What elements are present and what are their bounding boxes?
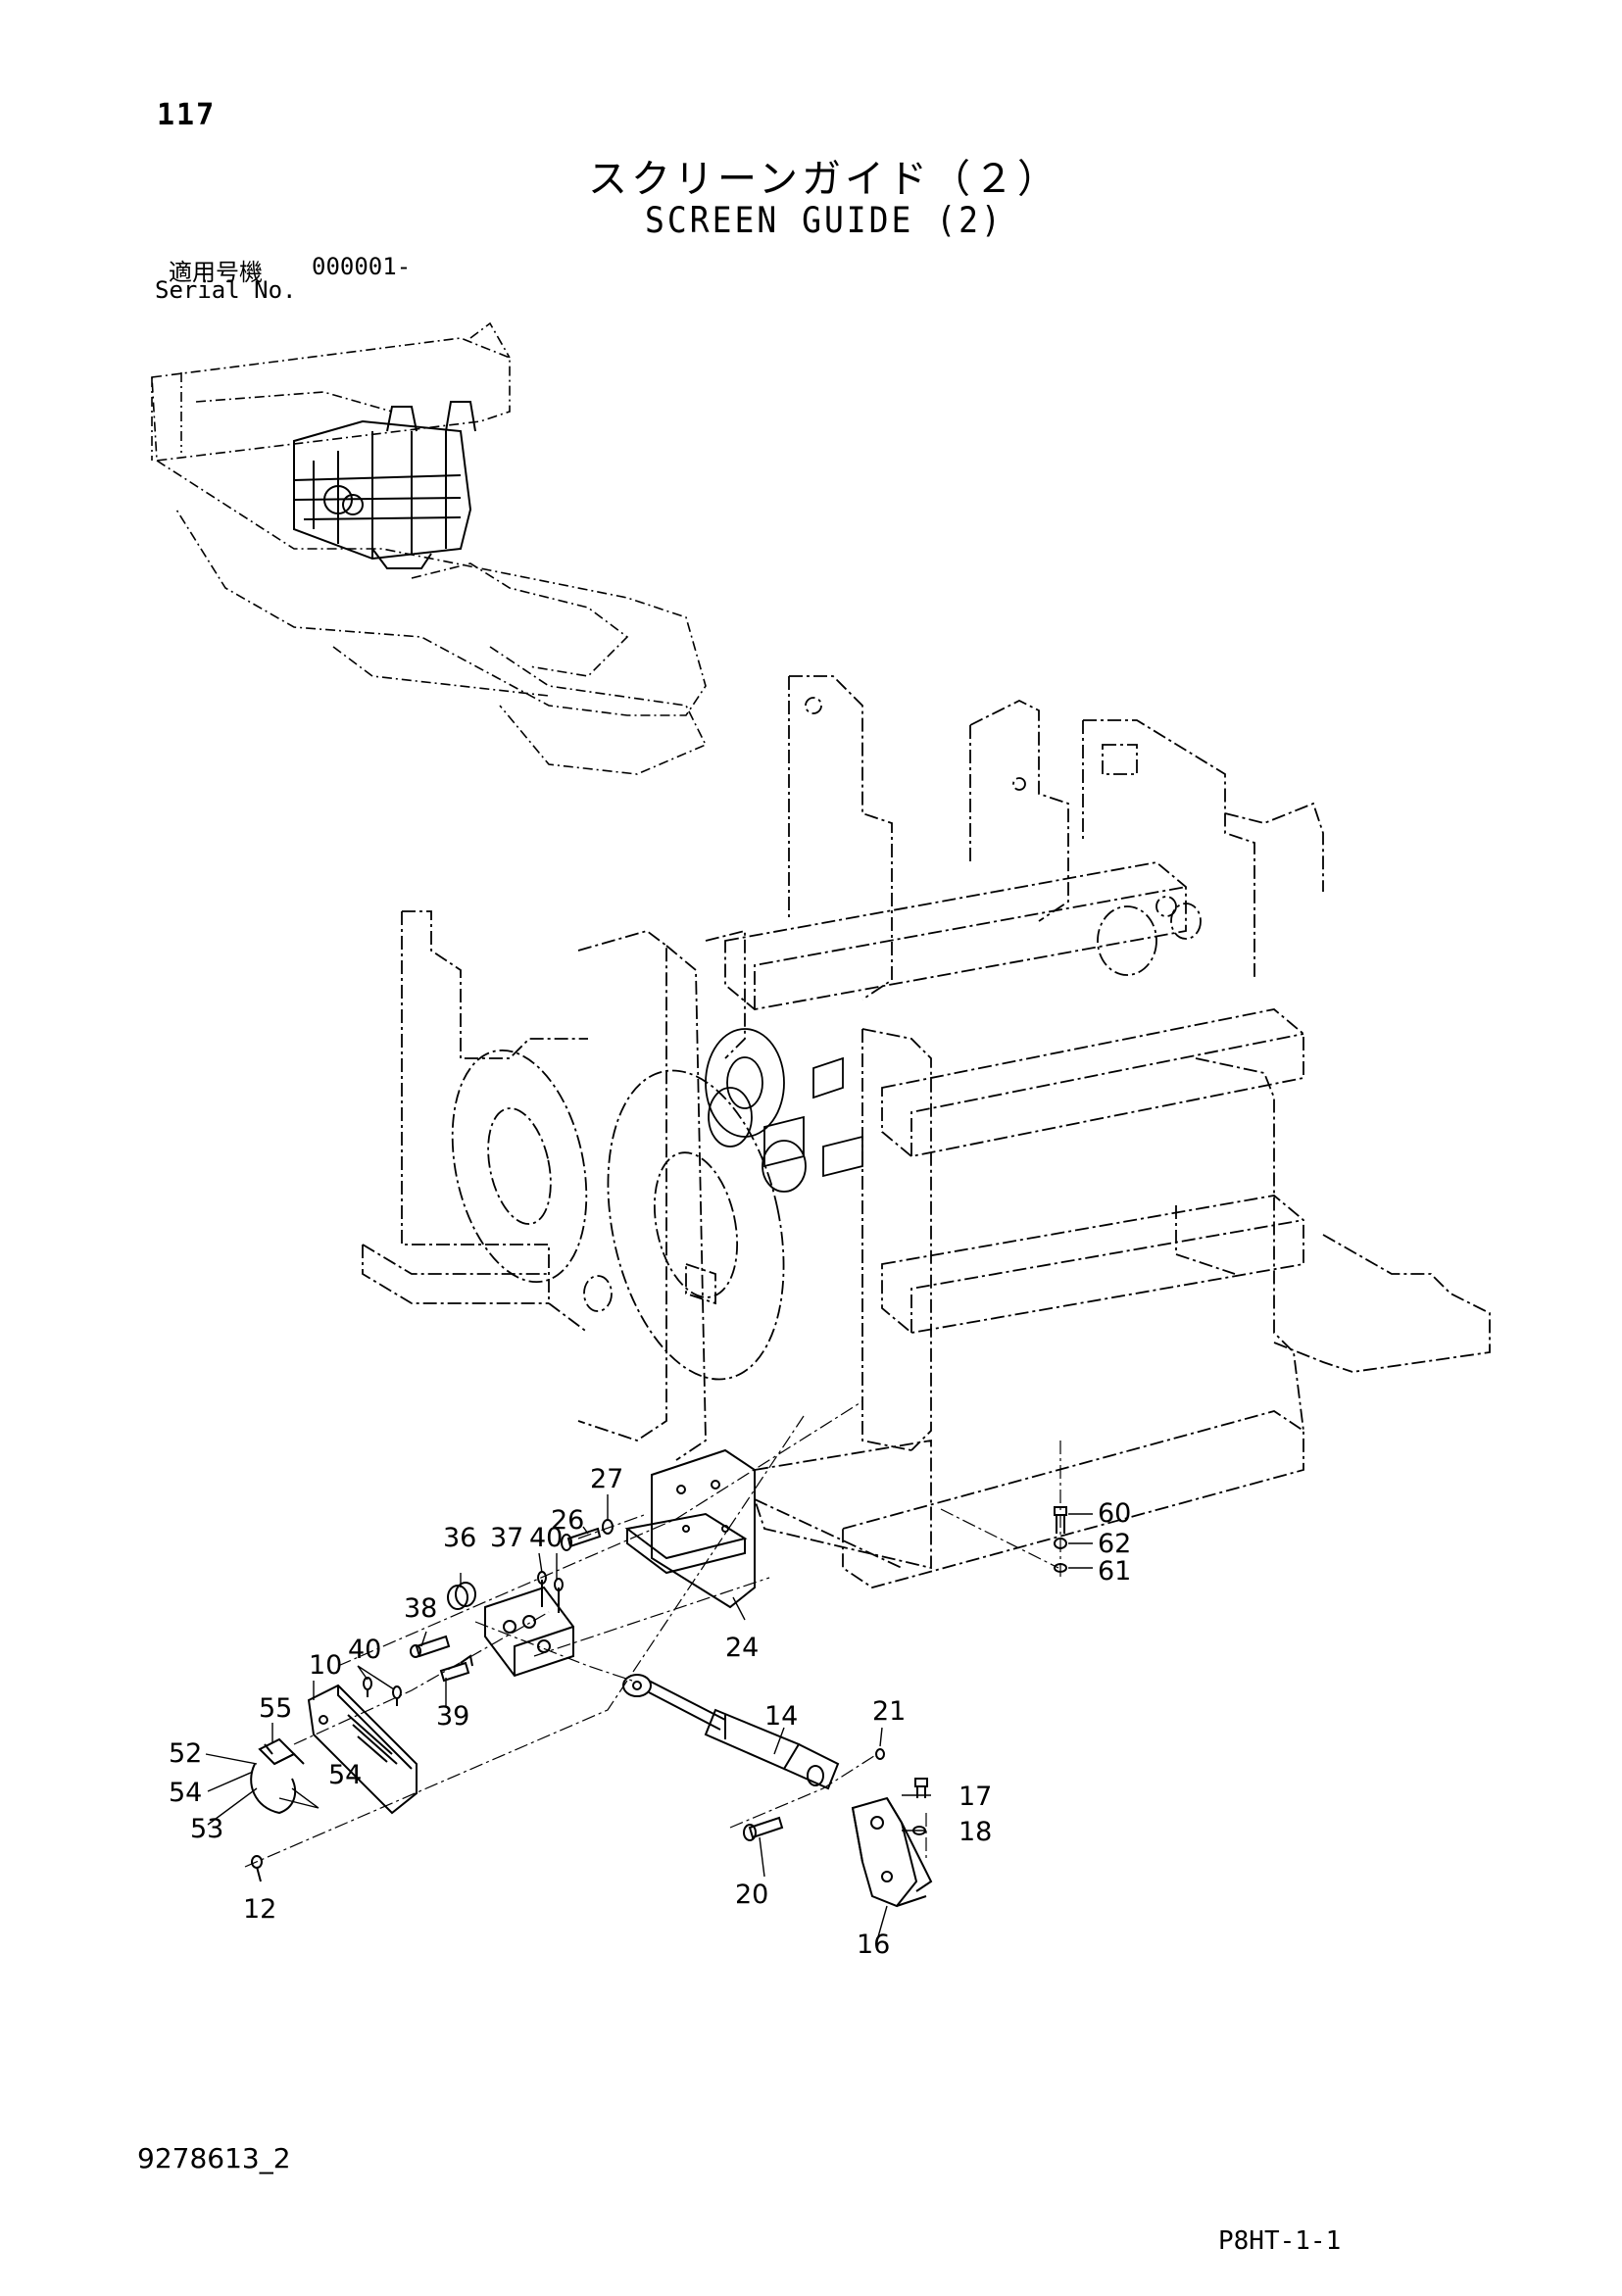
page-code: P8HT-1-1 [1218, 2226, 1342, 2256]
part-39-pin [439, 1654, 473, 1683]
callout-12: 12 [243, 1894, 276, 1925]
key-map-highlight [293, 401, 476, 569]
part-37-block-plate [484, 1586, 574, 1678]
callout-26: 26 [551, 1505, 584, 1536]
page-title-english: SCREEN GUIDE (2) [645, 199, 1004, 241]
callout-36: 36 [443, 1523, 476, 1553]
part-40-pin-lower [363, 1677, 402, 1706]
frame-inner-components [705, 1028, 863, 1193]
callout-38: 38 [404, 1593, 437, 1624]
callout-39: 39 [436, 1701, 469, 1732]
callout-37: 37 [490, 1523, 523, 1553]
part-55-clamp [250, 1737, 305, 1815]
callout-52: 52 [169, 1738, 202, 1769]
callout-61: 61 [1098, 1556, 1131, 1587]
callout-55: 55 [259, 1693, 292, 1724]
part-24-guide-bracket [624, 1448, 756, 1609]
callout-62: 62 [1098, 1529, 1131, 1559]
callout-54-left: 54 [169, 1778, 202, 1808]
location-key-map [151, 321, 708, 775]
callout-53: 53 [190, 1814, 223, 1844]
part-20-pin [743, 1816, 784, 1841]
serial-label-japanese: 適用号機 [169, 259, 263, 286]
serial-label-english: Serial No. [155, 276, 297, 304]
callout-14: 14 [764, 1701, 798, 1732]
page-number: 117 [157, 98, 217, 132]
callout-27: 27 [590, 1464, 623, 1494]
callout-16: 16 [857, 1930, 890, 1960]
callout-10: 10 [309, 1650, 342, 1681]
callout-20: 20 [735, 1880, 768, 1910]
callout-40-upper: 40 [529, 1523, 563, 1553]
callout-54-right: 54 [328, 1760, 362, 1790]
page-title-japanese: スクリーンガイド（２） [588, 157, 1060, 202]
part-14-cylinder [622, 1674, 840, 1790]
callout-labels: 10 12 14 16 17 18 20 21 24 26 27 36 37 3… [169, 1464, 1131, 1960]
part-17-bolt [914, 1778, 928, 1798]
main-frame-phantom [362, 675, 1491, 1588]
leader-lines [205, 1494, 1093, 1941]
callout-60: 60 [1098, 1498, 1131, 1529]
part-26-bolt [561, 1527, 602, 1551]
part-12-bolt [251, 1855, 263, 1882]
part-52-bolt [264, 1743, 273, 1755]
part-38-pin [410, 1635, 451, 1658]
part-10-guide-plate [307, 1684, 418, 1815]
assembly-centerlines [244, 1400, 1061, 1868]
serial-number-value: 000001- [312, 253, 412, 280]
part-36-pin [447, 1582, 476, 1610]
callout-18: 18 [958, 1817, 992, 1847]
part-21-pin [875, 1748, 885, 1760]
callout-40-lower: 40 [348, 1635, 381, 1665]
callout-21: 21 [872, 1696, 906, 1727]
drawing-number: 9278613_2 [137, 2142, 291, 2174]
part-16-bracket [851, 1796, 933, 1908]
callout-24: 24 [725, 1633, 759, 1663]
callout-17: 17 [958, 1782, 992, 1812]
